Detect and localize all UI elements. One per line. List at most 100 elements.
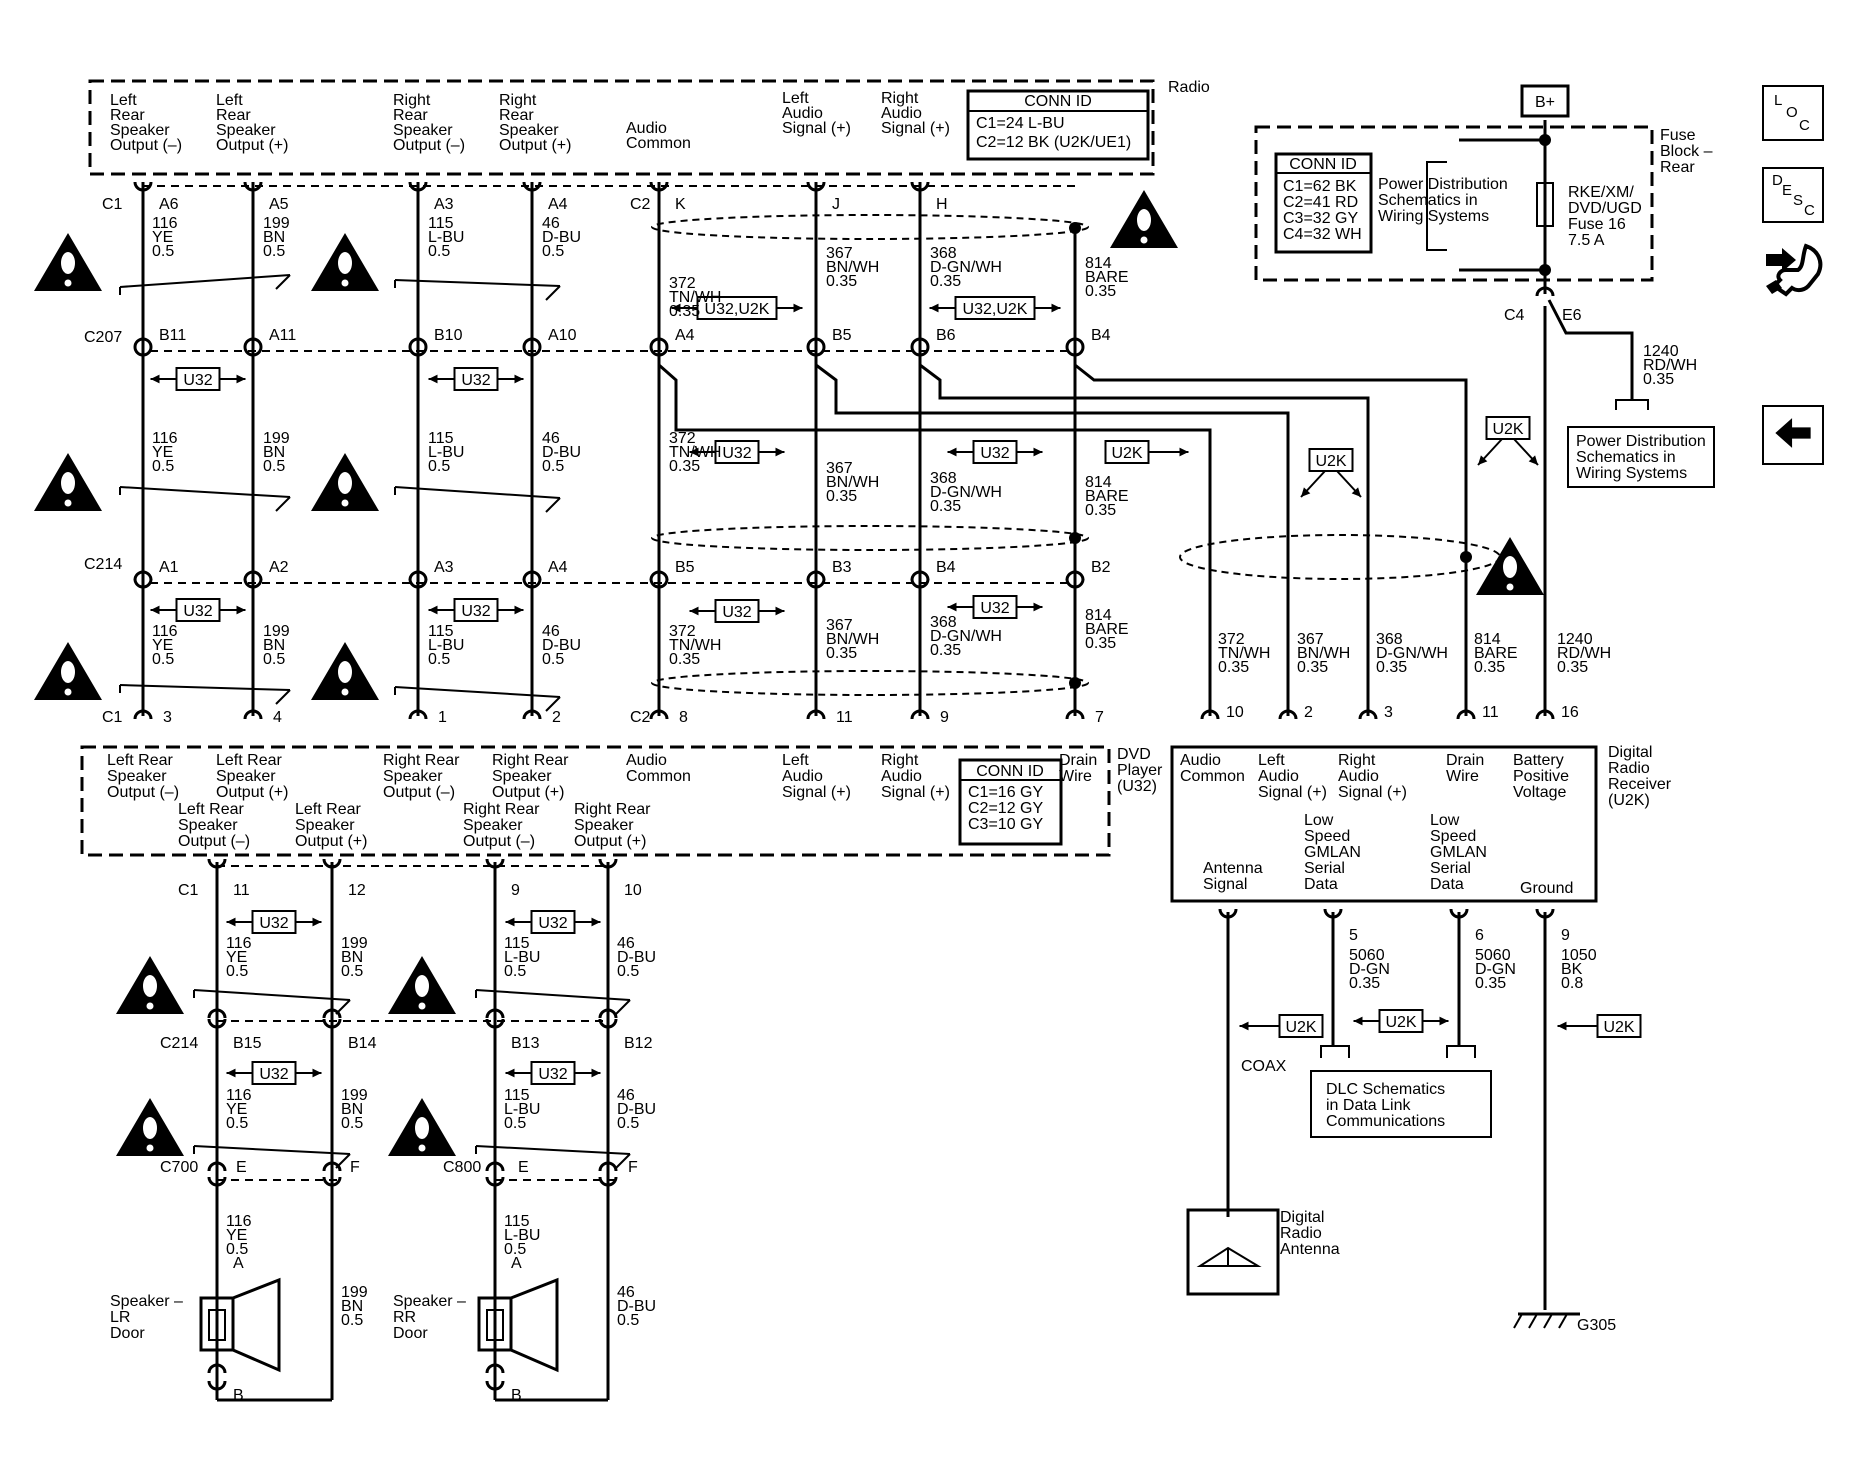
wire-label: 0.5 bbox=[504, 1115, 526, 1132]
pin-id: A10 bbox=[548, 327, 577, 344]
ground-label: G305 bbox=[1577, 1317, 1616, 1334]
pin-id: 3 bbox=[1384, 704, 1393, 721]
drr-pin-label: Battery bbox=[1513, 752, 1564, 769]
speaker-label: RR bbox=[393, 1309, 416, 1326]
dvd-pin-label: Speaker bbox=[216, 768, 276, 785]
pin-id: B14 bbox=[348, 1035, 377, 1052]
connector-terminal bbox=[207, 1008, 227, 1019]
wire-label: YE bbox=[152, 637, 173, 654]
wire-label: 0.5 bbox=[263, 458, 285, 475]
radio-pin-label: Speaker bbox=[393, 122, 453, 139]
pin-id: B13 bbox=[511, 1035, 540, 1052]
dtc-tool-icon[interactable] bbox=[1762, 240, 1826, 298]
pin-id: E bbox=[236, 1159, 247, 1176]
wire-label: BN/WH bbox=[826, 631, 879, 648]
wire-label: 0.5 bbox=[152, 651, 174, 668]
wire-label: 0.5 bbox=[341, 1115, 363, 1132]
connector-terminal bbox=[243, 578, 263, 589]
wire-label: D-GN bbox=[1475, 961, 1516, 978]
wire-label: YE bbox=[152, 444, 173, 461]
back-button[interactable] bbox=[1762, 405, 1824, 465]
desc-letter-2: E bbox=[1782, 182, 1792, 199]
wire-label: BN/WH bbox=[826, 259, 879, 276]
shield-ellipse bbox=[651, 214, 1089, 240]
drr-pin-label: Voltage bbox=[1513, 784, 1566, 801]
radio-pin-label: Signal (+) bbox=[881, 120, 950, 137]
wire-label: D-BU bbox=[617, 1298, 656, 1315]
pin-id: A4 bbox=[548, 559, 568, 576]
radio-pin-label: Signal (+) bbox=[782, 120, 851, 137]
arrow-head bbox=[1439, 1016, 1449, 1026]
radio-pin-label: Rear bbox=[499, 107, 534, 124]
connector-name: C2 bbox=[630, 709, 651, 726]
twisted-pair-mark bbox=[394, 486, 561, 499]
option-tag-label: U32,U2K bbox=[705, 301, 770, 318]
bus-bracket bbox=[1426, 161, 1447, 251]
pin-id: A3 bbox=[434, 559, 454, 576]
wire-label: 115 bbox=[504, 1087, 530, 1104]
bplus-box bbox=[1520, 84, 1570, 118]
wire-label: 1050 bbox=[1561, 947, 1597, 964]
wire-label: 46 bbox=[617, 1284, 635, 1301]
connector-terminal bbox=[1065, 346, 1085, 357]
back-arrow-icon bbox=[1775, 418, 1811, 448]
wire-label: RD/WH bbox=[1557, 645, 1611, 662]
pin-id: B4 bbox=[1091, 327, 1111, 344]
connector-terminal bbox=[522, 709, 542, 720]
wire-label: 115 bbox=[504, 935, 530, 952]
warning-icon-mark bbox=[341, 499, 349, 507]
radio-pin-label: Audio bbox=[626, 120, 667, 137]
wire-label: 0.5 bbox=[226, 963, 248, 980]
wire-label: 0.35 bbox=[1085, 502, 1116, 519]
radio-pin-label: Audio bbox=[881, 105, 922, 122]
wire-label: 199 bbox=[263, 215, 290, 232]
dlc-box bbox=[1310, 1070, 1492, 1138]
arrow-head bbox=[312, 917, 322, 927]
radio-pin-label: Right bbox=[499, 92, 537, 109]
wire-label: 372 bbox=[669, 275, 696, 292]
wire-label: L-BU bbox=[428, 444, 464, 461]
wire-label: BARE bbox=[1085, 269, 1129, 286]
arrow-head bbox=[226, 917, 236, 927]
connector-name: C1 bbox=[102, 196, 123, 213]
wire bbox=[1547, 299, 1634, 400]
shield-ellipse bbox=[651, 670, 1089, 696]
wire-label: 116 bbox=[226, 1213, 252, 1230]
dvd-pin-label: Speaker bbox=[295, 817, 355, 834]
dlc-note: in Data Link bbox=[1326, 1097, 1411, 1114]
wire-label: 199 bbox=[263, 430, 290, 447]
arrow-head bbox=[226, 1068, 236, 1078]
pin-id: A11 bbox=[269, 327, 296, 344]
dvd-pin-label: Signal (+) bbox=[782, 784, 851, 801]
twisted-pair-mark bbox=[119, 684, 291, 691]
radio-pin-label: Left bbox=[110, 92, 137, 109]
warning-icon-mark bbox=[418, 1144, 426, 1152]
connector-terminal bbox=[133, 346, 153, 357]
drr-pin-label: Signal (+) bbox=[1338, 784, 1407, 801]
connector-terminal bbox=[485, 1161, 505, 1172]
wire-label: BN bbox=[341, 1298, 363, 1315]
warning-icon-mark bbox=[1140, 236, 1148, 244]
connector-terminal bbox=[806, 337, 826, 348]
wire-label: 0.35 bbox=[1297, 659, 1328, 676]
power-distribution-box bbox=[1567, 426, 1715, 488]
wire-label: 0.5 bbox=[428, 243, 450, 260]
arrow-head bbox=[236, 605, 246, 615]
drr-pin-label: Audio bbox=[1180, 752, 1221, 769]
splice-dot bbox=[1069, 677, 1081, 689]
wire-label: 5060 bbox=[1349, 947, 1385, 964]
connector-terminal bbox=[598, 1008, 618, 1019]
connector-terminal bbox=[806, 570, 826, 581]
dvd-pin-label: Output (–) bbox=[178, 833, 250, 850]
wire-label: 0.35 bbox=[826, 645, 857, 662]
ground-symbol bbox=[1513, 1313, 1523, 1329]
radio-conn-title: CONN ID bbox=[1024, 93, 1092, 110]
radio-terminal bbox=[806, 181, 826, 192]
radio-pin-label: Output (–) bbox=[393, 137, 465, 154]
dvd-conn-line: C3=10 GY bbox=[968, 816, 1043, 833]
pin-id: A6 bbox=[159, 196, 179, 213]
wire-label: L-BU bbox=[428, 229, 464, 246]
